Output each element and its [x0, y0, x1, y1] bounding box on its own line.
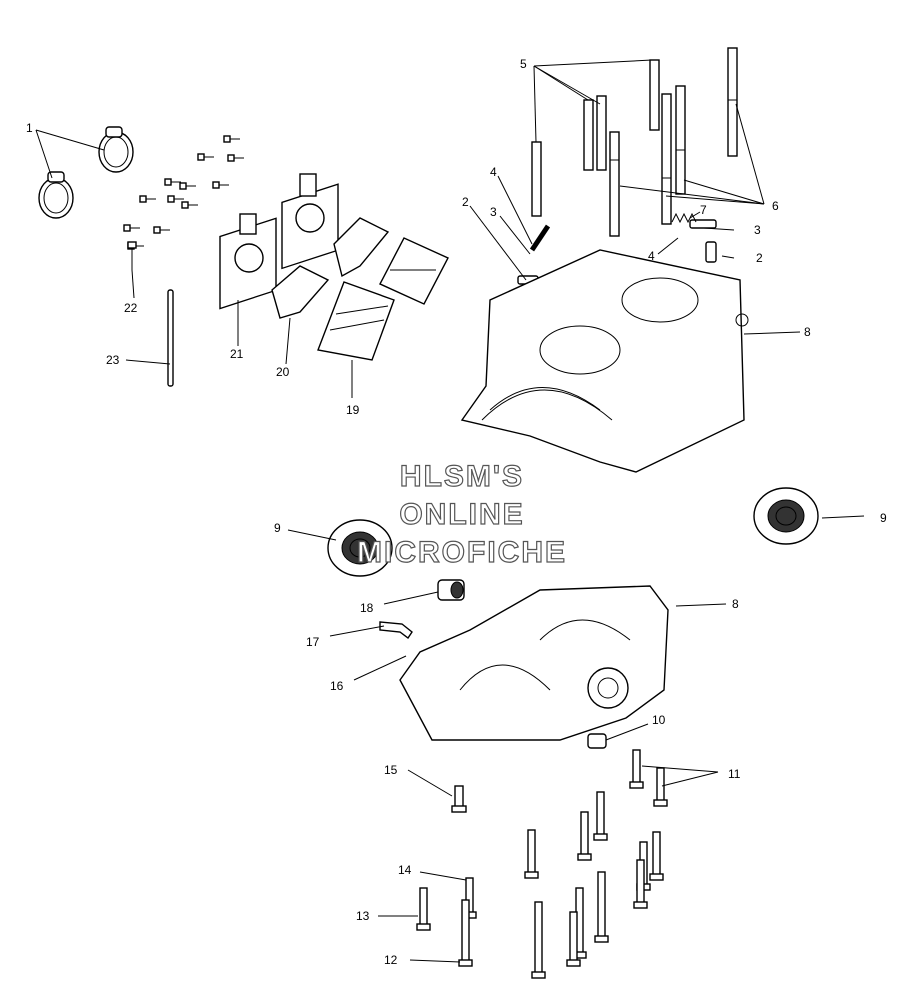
callout-8-lower: 8 [732, 597, 739, 611]
watermark-line-3: MICROFICHE [357, 536, 567, 569]
callout-4-right: 4 [648, 249, 655, 263]
callout-9-left: 9 [274, 521, 281, 535]
callout-9-right: 9 [880, 511, 887, 525]
callout-14: 14 [398, 863, 412, 877]
callout-3-left: 3 [490, 205, 497, 219]
watermark-line-2: ONLINE [399, 498, 524, 531]
cylinder-studs [531, 47, 738, 237]
lower-crankcase [399, 585, 669, 741]
small-bolts [123, 135, 244, 270]
upper-crankcase [460, 249, 749, 473]
callout-6: 6 [772, 199, 779, 213]
callout-20: 20 [276, 365, 290, 379]
callout-16: 16 [330, 679, 344, 693]
reed-spacers [271, 217, 390, 319]
hose-clamps [38, 126, 134, 219]
reed-cages [219, 173, 339, 310]
watermark-line-1: HLSM'S [400, 460, 524, 493]
gasket-strip [167, 289, 174, 387]
elbow-fitting [379, 621, 413, 640]
leader-lines [35, 59, 865, 963]
crankcase-bolts [416, 749, 668, 979]
callout-11: 11 [728, 767, 741, 781]
callout-15: 15 [384, 763, 398, 777]
callout-21: 21 [230, 347, 244, 361]
callout-12: 12 [384, 953, 398, 967]
callout-23: 23 [106, 353, 120, 367]
callout-18: 18 [360, 601, 374, 615]
callout-labels: 1 2 2 3 3 4 4 5 6 7 8 8 9 9 10 11 12 13 … [26, 57, 887, 967]
callout-10: 10 [652, 713, 666, 727]
drain-plug [587, 733, 607, 749]
crank-seals [327, 487, 819, 577]
bushing [437, 579, 465, 601]
callout-22: 22 [124, 301, 138, 315]
watermark: HLSM'S ONLINE MICROFICHE [356, 459, 567, 569]
reed-valves [317, 237, 449, 361]
callout-8-upper: 8 [804, 325, 811, 339]
callout-1: 1 [26, 121, 33, 135]
callout-17: 17 [306, 635, 320, 649]
callout-13: 13 [356, 909, 370, 923]
callout-3-right: 3 [754, 223, 761, 237]
callout-5: 5 [520, 57, 527, 71]
callout-7: 7 [700, 203, 707, 217]
dowel-fittings [517, 212, 717, 285]
callout-2-right: 2 [756, 251, 763, 265]
callout-19: 19 [346, 403, 360, 417]
callout-4-left: 4 [490, 165, 497, 179]
callout-2-upper: 2 [462, 195, 469, 209]
